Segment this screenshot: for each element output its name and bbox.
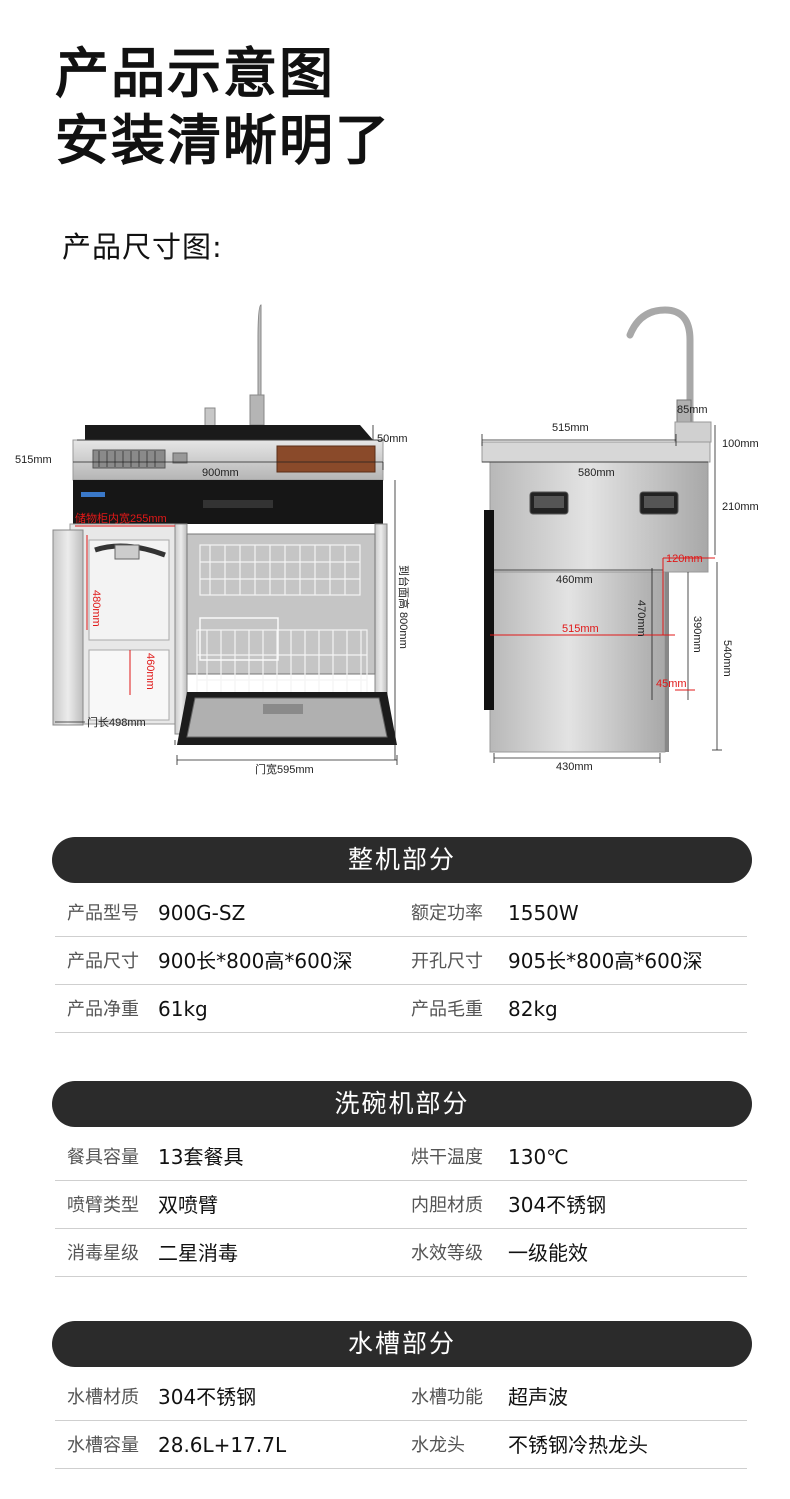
dim-inner-depth: 515mm xyxy=(562,623,599,635)
spec-label: 产品型号 xyxy=(67,903,139,924)
dim-depth: 515mm xyxy=(15,454,52,466)
spec-label: 消毒星级 xyxy=(67,1243,139,1264)
spec-value: 28.6L+17.7L xyxy=(158,1433,287,1457)
spec-label: 产品尺寸 xyxy=(67,951,139,972)
spec-value: 900长*800高*600深 xyxy=(158,949,353,973)
spec-row: 喷臂类型 双喷臂 内胆材质 304不锈钢 xyxy=(55,1182,747,1229)
dim-shelf-height: 460mm xyxy=(144,653,156,690)
dim-total-height: 540mm xyxy=(721,640,733,677)
spec-value: 905长*800高*600深 xyxy=(508,949,703,973)
spec-value: 130℃ xyxy=(508,1145,569,1169)
dim-door-width: 门宽595mm xyxy=(255,762,314,776)
spec-value: 不锈钢冷热龙头 xyxy=(508,1433,648,1457)
dim-height-to-counter: 到台面高 800mm xyxy=(397,565,411,649)
dim-door-length: 门长498mm xyxy=(87,715,146,729)
spec-label: 水槽容量 xyxy=(67,1435,139,1456)
dim-faucet-offset: 85mm xyxy=(677,404,708,416)
spec-label: 产品净重 xyxy=(67,999,139,1020)
spec-label: 烘干温度 xyxy=(411,1147,483,1168)
countertop xyxy=(85,425,373,440)
spec-row: 餐具容量 13套餐具 烘干温度 130℃ xyxy=(55,1134,747,1181)
upper-rack xyxy=(199,544,361,596)
spec-label: 额定功率 xyxy=(411,903,483,924)
spec-label: 水龙头 xyxy=(411,1435,465,1456)
spec-row: 产品净重 61kg 产品毛重 82kg xyxy=(55,986,747,1033)
spec-value: 82kg xyxy=(508,997,558,1021)
spec-label: 内胆材质 xyxy=(411,1195,483,1216)
spec-value: 超声波 xyxy=(508,1385,568,1409)
dim-notch-width: 120mm xyxy=(666,553,703,565)
spec-row: 水槽容量 28.6L+17.7L 水龙头 不锈钢冷热龙头 xyxy=(55,1422,747,1469)
side-faucet xyxy=(626,306,694,444)
spec-value: 二星消毒 xyxy=(158,1241,238,1265)
section-header-dishwasher: 洗碗机部分 xyxy=(52,1081,752,1127)
spec-value: 900G-SZ xyxy=(158,901,246,925)
dim-top-height: 100mm xyxy=(722,438,759,450)
spec-value: 1550W xyxy=(508,901,579,925)
side-body xyxy=(489,461,709,573)
section-header-whole-machine: 整机部分 xyxy=(52,837,752,883)
spec-value: 304不锈钢 xyxy=(508,1193,607,1217)
spec-value: 13套餐具 xyxy=(158,1145,244,1169)
dim-top-thickness: 50mm xyxy=(377,433,408,445)
spec-label: 喷臂类型 xyxy=(67,1195,139,1216)
dim-storage-width: 储物柜内宽255mm xyxy=(75,511,167,525)
spec-label: 水槽材质 xyxy=(67,1387,139,1408)
spec-label: 开孔尺寸 xyxy=(411,951,483,972)
spec-label: 产品毛重 xyxy=(411,999,483,1020)
spec-row: 水槽材质 304不锈钢 水槽功能 超声波 xyxy=(55,1374,747,1421)
dimension-subtitle: 产品尺寸图: xyxy=(62,230,223,264)
dim-base-width: 430mm xyxy=(556,761,593,773)
dim-upper-height: 210mm xyxy=(722,501,759,513)
dim-inner-height: 470mm xyxy=(635,600,647,637)
spec-value: 304不锈钢 xyxy=(158,1385,257,1409)
spec-value: 双喷臂 xyxy=(158,1193,218,1217)
dim-side-height: 390mm xyxy=(691,616,703,653)
spec-value: 一级能效 xyxy=(508,1241,588,1265)
spec-label: 水槽功能 xyxy=(411,1387,483,1408)
spec-row: 消毒星级 二星消毒 水效等级 一级能效 xyxy=(55,1230,747,1277)
page-title-line-1: 产品示意图 xyxy=(55,42,335,105)
dim-side-top-width: 515mm xyxy=(552,422,589,434)
spec-label: 水效等级 xyxy=(411,1243,483,1264)
side-view-diagram: 515mm 85mm 100mm 580mm 210mm 120mm 460mm… xyxy=(481,306,759,773)
spec-row: 产品尺寸 900长*800高*600深 开孔尺寸 905长*800高*600深 xyxy=(55,938,747,985)
dim-lower-width: 460mm xyxy=(556,574,593,586)
spec-value: 61kg xyxy=(158,997,208,1021)
section-header-sink: 水槽部分 xyxy=(52,1321,752,1367)
dim-bottom-gap: 45mm xyxy=(656,678,687,690)
cutting-board xyxy=(276,445,376,473)
page-title-line-2: 安装清晰明了 xyxy=(55,109,391,172)
dim-body-depth: 580mm xyxy=(578,467,615,479)
front-view-diagram: 515mm 900mm 50mm 储物柜内宽255mm 480mm 460mm … xyxy=(15,304,411,776)
spec-row: 产品型号 900G-SZ 额定功率 1550W xyxy=(55,890,747,937)
dim-width: 900mm xyxy=(202,467,239,479)
spec-label: 餐具容量 xyxy=(67,1147,139,1168)
dim-inner-height: 480mm xyxy=(90,590,102,627)
